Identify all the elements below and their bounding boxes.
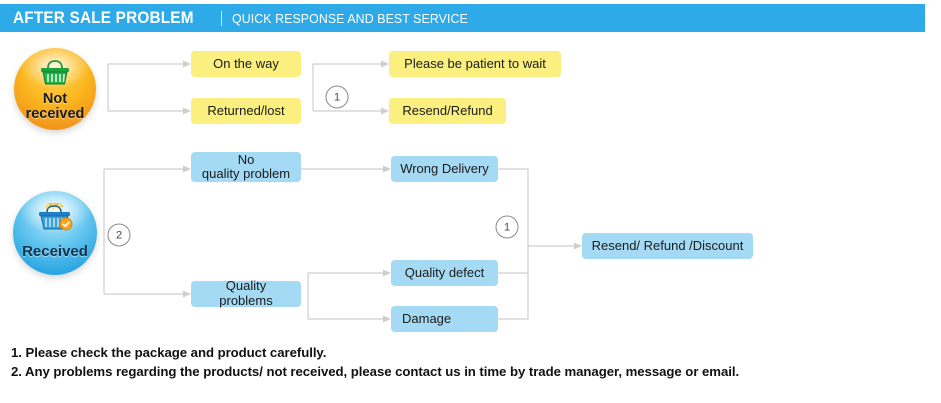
node-received-label: Received: [22, 242, 88, 260]
node-received[interactable]: Received: [13, 191, 97, 275]
header-subtitle: QUICK RESPONSE AND BEST SERVICE: [232, 10, 469, 26]
box-resend-refund-discount[interactable]: Resend/ Refund /Discount: [582, 233, 753, 259]
arrowhead-noquality: [183, 165, 191, 173]
box-resend-refund[interactable]: Resend/Refund: [389, 98, 506, 124]
box-quality-defect[interactable]: Quality defect: [391, 260, 498, 286]
marker-1-top-circle: [325, 85, 349, 109]
marker-2-circle: [107, 223, 131, 247]
arrowhead-ontheway: [183, 60, 191, 68]
marker-1-bottom-label: 1: [504, 222, 510, 234]
arrowhead-returnedlost: [183, 107, 191, 115]
marker-1-bottom-circle: [495, 215, 519, 239]
box-please-be-patient-to-wait[interactable]: Please be patient to wait: [389, 51, 561, 77]
footer-notes: 1. Please check the package and product …: [11, 344, 911, 381]
arrowhead-qualityproblems: [183, 290, 191, 298]
arrowhead-wrongdelivery: [383, 165, 391, 173]
box-on-the-way[interactable]: On the way: [191, 51, 301, 77]
arrowhead-qualitydefect: [383, 269, 391, 277]
box-wrong-delivery[interactable]: Wrong Delivery: [391, 156, 498, 182]
node-not-received[interactable]: Not received: [14, 48, 96, 130]
node-not-received-label: Not received: [25, 91, 85, 123]
box-returned-lost[interactable]: Returned/lost: [191, 98, 301, 124]
marker-1-top-label: 1: [334, 92, 340, 104]
shopping-basket-icon: [36, 202, 74, 239]
footer-note-2: 2. Any problems regarding the products/ …: [11, 363, 740, 379]
arrowhead-outcome: [574, 242, 582, 250]
header-bar: AFTER SALE PROBLEM QUICK RESPONSE AND BE…: [0, 4, 925, 32]
box-quality-problems[interactable]: Quality problems: [191, 279, 301, 308]
connector-outcomes-merge: [498, 168, 529, 320]
arrowhead-resend: [381, 107, 389, 115]
marker-2-label: 2: [116, 230, 122, 242]
arrowhead-wait: [381, 60, 389, 68]
header-divider: [221, 10, 223, 26]
box-no-quality-problem[interactable]: No quality problem: [191, 152, 301, 182]
footer-note-1: 1. Please check the package and product …: [11, 345, 327, 360]
page-title: AFTER SALE PROBLEM: [13, 8, 194, 27]
arrowhead-damage: [383, 315, 391, 323]
box-damage[interactable]: Damage: [391, 306, 498, 332]
shopping-basket-icon: [38, 59, 72, 92]
